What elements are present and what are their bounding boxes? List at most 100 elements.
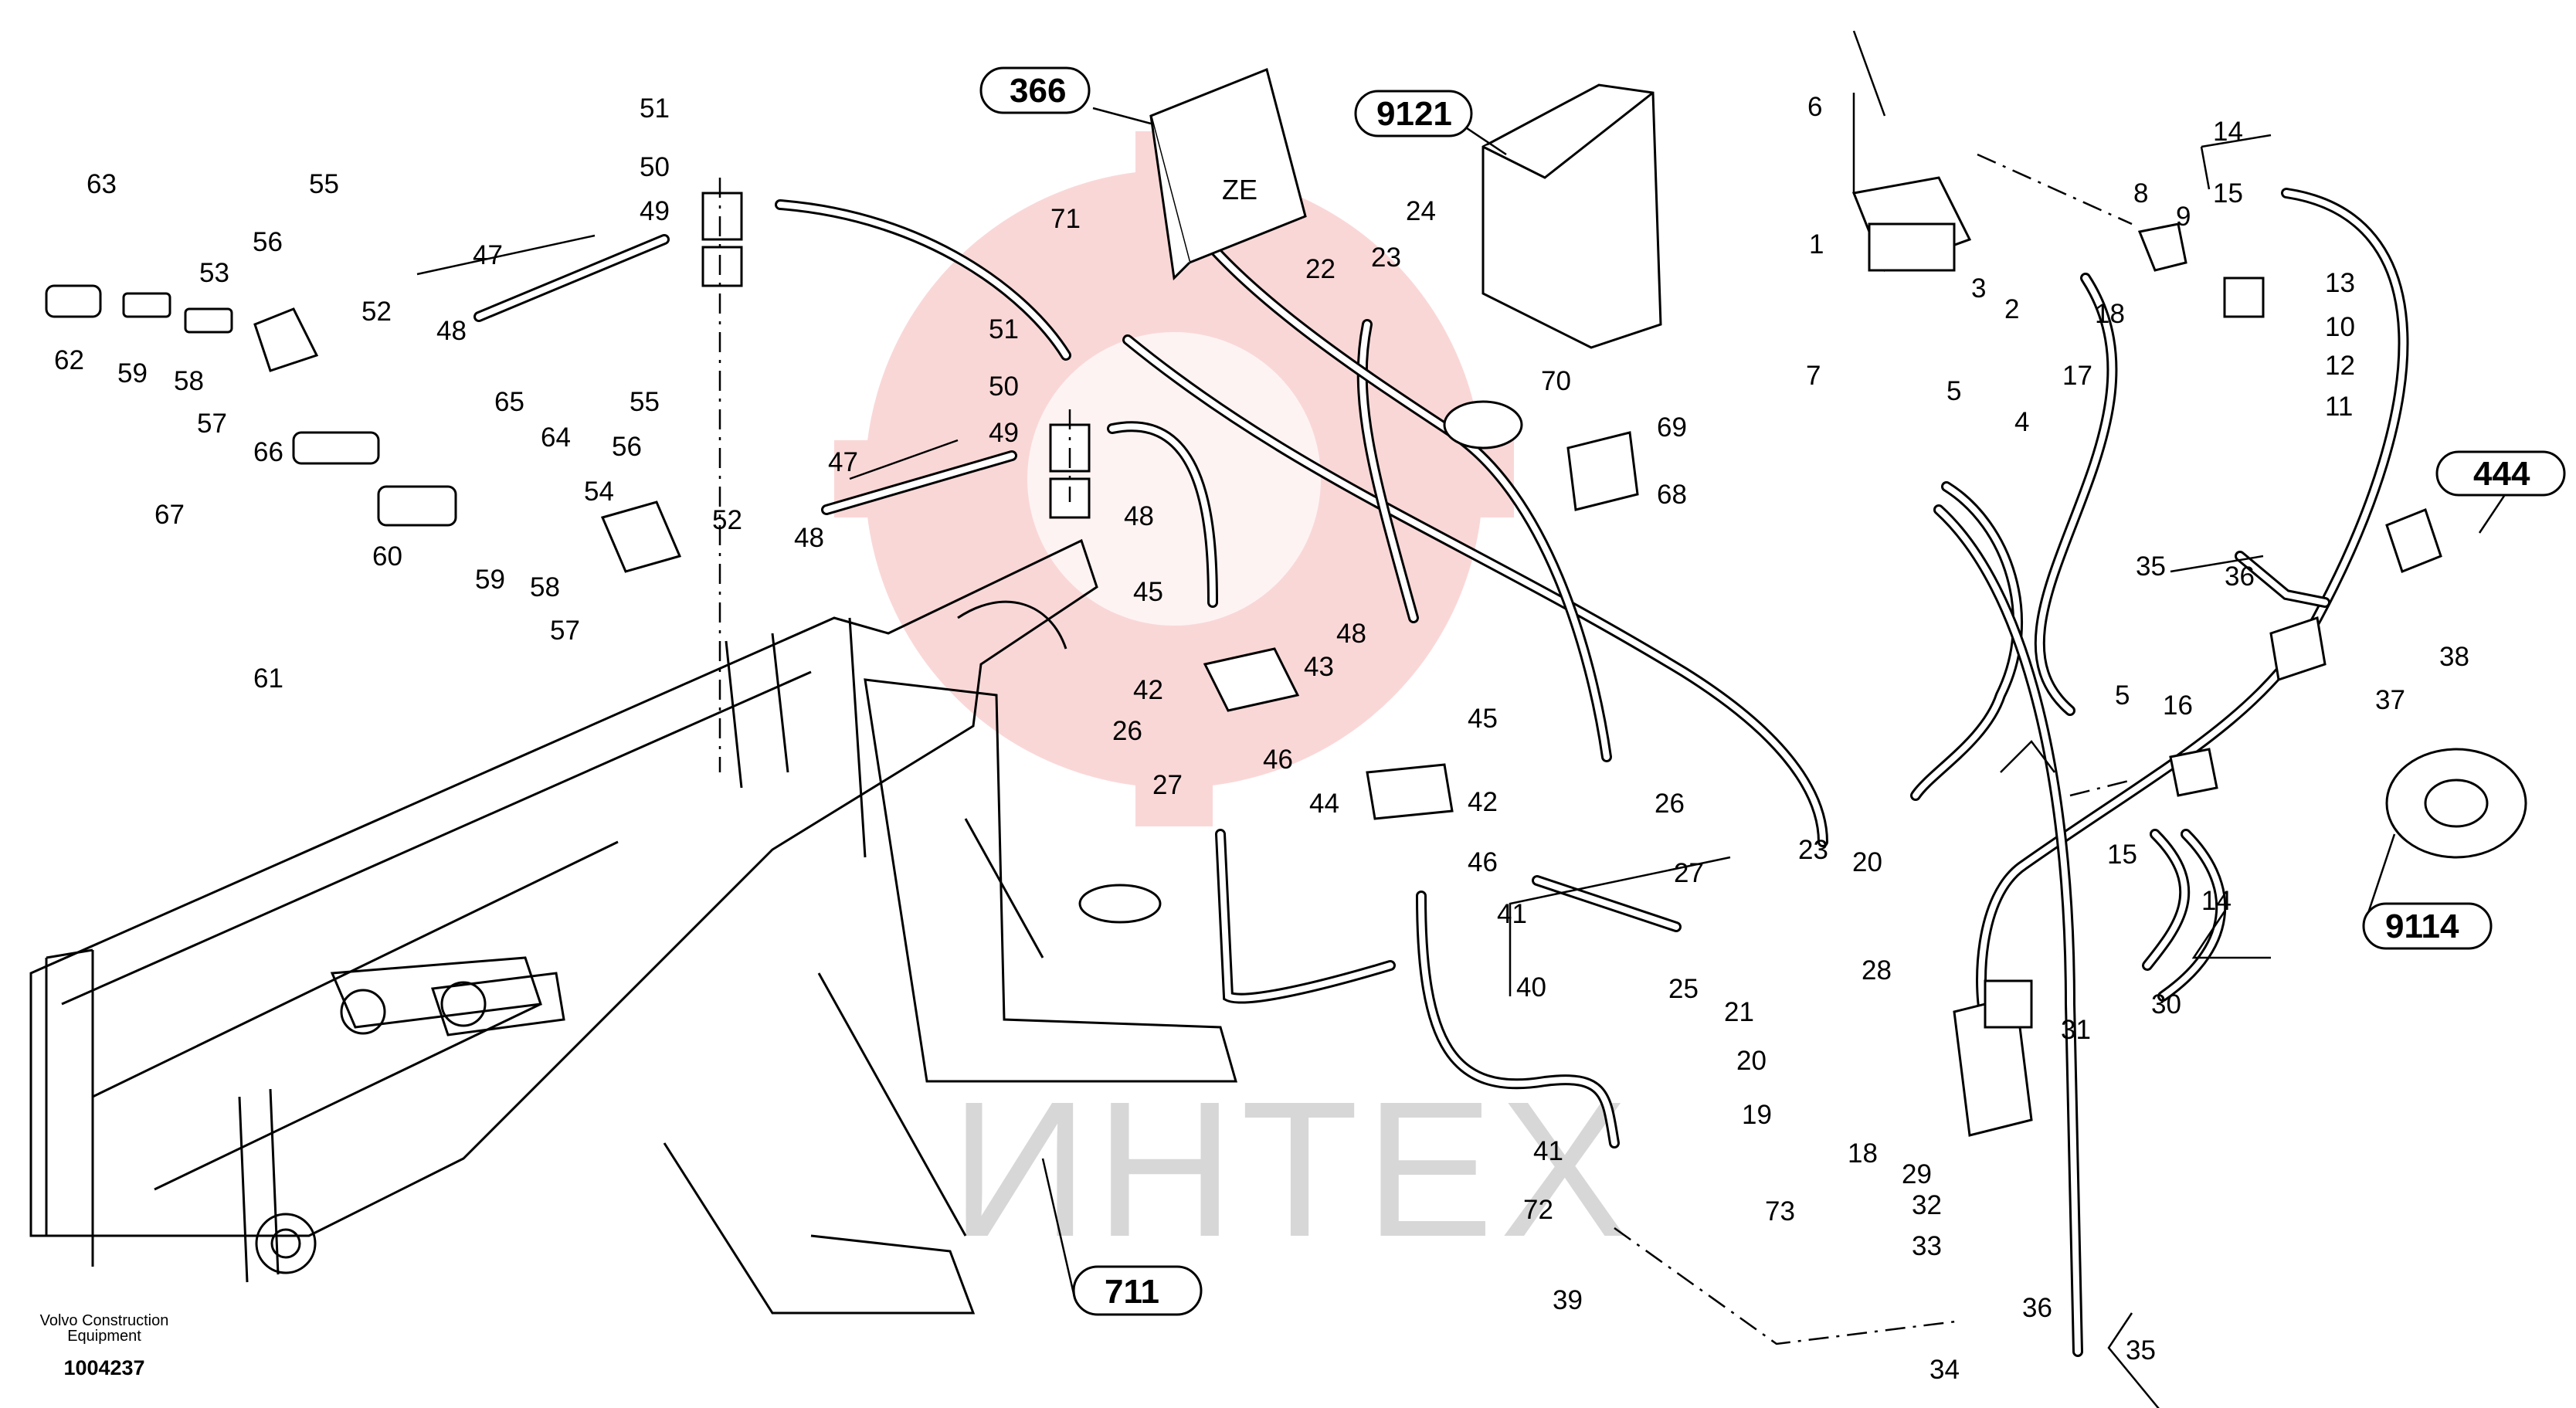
part-label: 58 bbox=[174, 366, 204, 396]
part-label: 11 bbox=[2325, 392, 2353, 422]
part-label: 64 bbox=[541, 422, 571, 453]
part-label: 52 bbox=[712, 505, 742, 535]
part-label: 73 bbox=[1765, 1196, 1795, 1226]
part-label: 38 bbox=[2439, 642, 2469, 672]
part-label: 41 bbox=[1533, 1136, 1563, 1166]
part-label: 53 bbox=[199, 258, 229, 288]
part-label: 63 bbox=[87, 169, 117, 199]
part-label: 42 bbox=[1133, 675, 1163, 705]
caption-line-2: Equipment bbox=[67, 1328, 141, 1345]
part-label: 14 bbox=[2201, 886, 2232, 916]
ecu-label: ZE bbox=[1222, 174, 1257, 205]
part-label: 49 bbox=[640, 196, 670, 226]
part-label: 20 bbox=[1852, 847, 1882, 877]
part-label: 50 bbox=[640, 152, 670, 182]
part-label: 69 bbox=[1657, 412, 1687, 443]
part-label: 1 bbox=[1809, 229, 1824, 260]
part-label: 60 bbox=[372, 541, 402, 572]
part-label: 57 bbox=[550, 616, 580, 646]
callout-9121: 9121 bbox=[1354, 90, 1473, 137]
flanges bbox=[1203, 647, 1454, 820]
part-label: 45 bbox=[1133, 577, 1163, 607]
part-label: 48 bbox=[436, 316, 467, 346]
part-label: 29 bbox=[1902, 1159, 1932, 1189]
part-label: 15 bbox=[2107, 840, 2137, 870]
part-label: 54 bbox=[584, 477, 614, 507]
part-label: 18 bbox=[1848, 1138, 1878, 1169]
clamp-brackets bbox=[701, 192, 1091, 519]
part-label: 48 bbox=[1124, 501, 1154, 531]
part-label: 23 bbox=[1371, 243, 1401, 273]
part-label: 65 bbox=[494, 387, 524, 417]
part-label: 3 bbox=[1971, 273, 1986, 304]
part-label: 56 bbox=[253, 227, 283, 257]
part-label: 25 bbox=[1668, 974, 1699, 1004]
part-label: 7 bbox=[1806, 361, 1821, 391]
loader-frame bbox=[29, 538, 1237, 1315]
callout-9114: 9114 bbox=[2362, 902, 2493, 950]
part-label: 33 bbox=[1912, 1231, 1942, 1261]
svg-text:711: 711 bbox=[1105, 1273, 1159, 1311]
part-label: 45 bbox=[1468, 704, 1498, 734]
part-label: 23 bbox=[1798, 835, 1828, 865]
components: ZE bbox=[45, 67, 2527, 1137]
part-label: 51 bbox=[640, 93, 670, 124]
sensor-68 bbox=[1566, 431, 1639, 511]
brake-valve-9114 bbox=[2385, 748, 2527, 859]
part-label: 22 bbox=[1305, 254, 1336, 284]
part-label: 55 bbox=[309, 169, 339, 199]
watermark-gear-hole bbox=[1027, 332, 1321, 626]
callout-444: 444 bbox=[2435, 450, 2566, 497]
part-label: 61 bbox=[253, 663, 283, 694]
part-label: 72 bbox=[1523, 1195, 1553, 1225]
part-label: 32 bbox=[1912, 1190, 1942, 1220]
svg-text:9121: 9121 bbox=[1376, 95, 1452, 133]
part-label: 34 bbox=[1929, 1355, 1960, 1385]
part-label: 47 bbox=[828, 447, 858, 477]
part-label: 59 bbox=[117, 358, 148, 388]
part-label: 4 bbox=[2014, 407, 2029, 437]
control-valve-9121 bbox=[1481, 83, 1662, 349]
part-label: 47 bbox=[473, 240, 503, 270]
part-label: 43 bbox=[1304, 652, 1334, 682]
hoses bbox=[473, 188, 2409, 1357]
diagram-caption: Volvo Construction Equipment 1004237 bbox=[23, 1313, 185, 1380]
part-label: 27 bbox=[1674, 858, 1704, 888]
assembly-lines bbox=[718, 153, 2133, 1345]
callout-711: 711 bbox=[1072, 1265, 1203, 1316]
part-label: 67 bbox=[154, 500, 185, 530]
part-label: 13 bbox=[2325, 268, 2355, 298]
part-label: 6 bbox=[1807, 92, 1822, 122]
part-label: 70 bbox=[1541, 366, 1571, 396]
part-label: 18 bbox=[2095, 299, 2125, 329]
part-label: 58 bbox=[530, 572, 560, 602]
svg-text:444: 444 bbox=[2473, 455, 2530, 493]
part-label: 21 bbox=[1724, 997, 1754, 1027]
part-label: 24 bbox=[1406, 196, 1436, 226]
part-label: 55 bbox=[630, 387, 660, 417]
part-label: 51 bbox=[989, 314, 1019, 344]
caption-line-1: Volvo Construction bbox=[39, 1312, 169, 1329]
svg-text:9114: 9114 bbox=[2385, 908, 2459, 945]
part-label: 27 bbox=[1152, 770, 1183, 800]
part-label: 37 bbox=[2375, 685, 2405, 715]
callouts: 366 9121 444 9114 711 bbox=[979, 66, 2566, 1316]
part-label: 17 bbox=[2062, 361, 2092, 391]
part-label: 26 bbox=[1655, 789, 1685, 819]
part-label: 12 bbox=[2325, 351, 2355, 381]
part-label: 35 bbox=[2136, 551, 2166, 582]
part-label: 2 bbox=[2004, 294, 2019, 324]
part-label: 46 bbox=[1263, 745, 1293, 775]
part-label: 19 bbox=[1742, 1100, 1772, 1130]
part-label: 56 bbox=[612, 432, 642, 462]
part-label: 71 bbox=[1050, 204, 1081, 234]
watermark-text: ИНТЕХ bbox=[950, 1061, 1634, 1277]
part-label: 15 bbox=[2213, 178, 2243, 209]
part-number-labels: 63 55 56 53 52 47 48 62 59 58 57 65 64 6… bbox=[54, 92, 2469, 1385]
part-label: 46 bbox=[1468, 847, 1498, 877]
part-label: 10 bbox=[2325, 312, 2355, 342]
part-label: 5 bbox=[2115, 680, 2130, 711]
part-label: 40 bbox=[1516, 972, 1546, 1003]
callout-366: 366 bbox=[979, 66, 1091, 114]
part-label: 5 bbox=[1946, 376, 1961, 406]
